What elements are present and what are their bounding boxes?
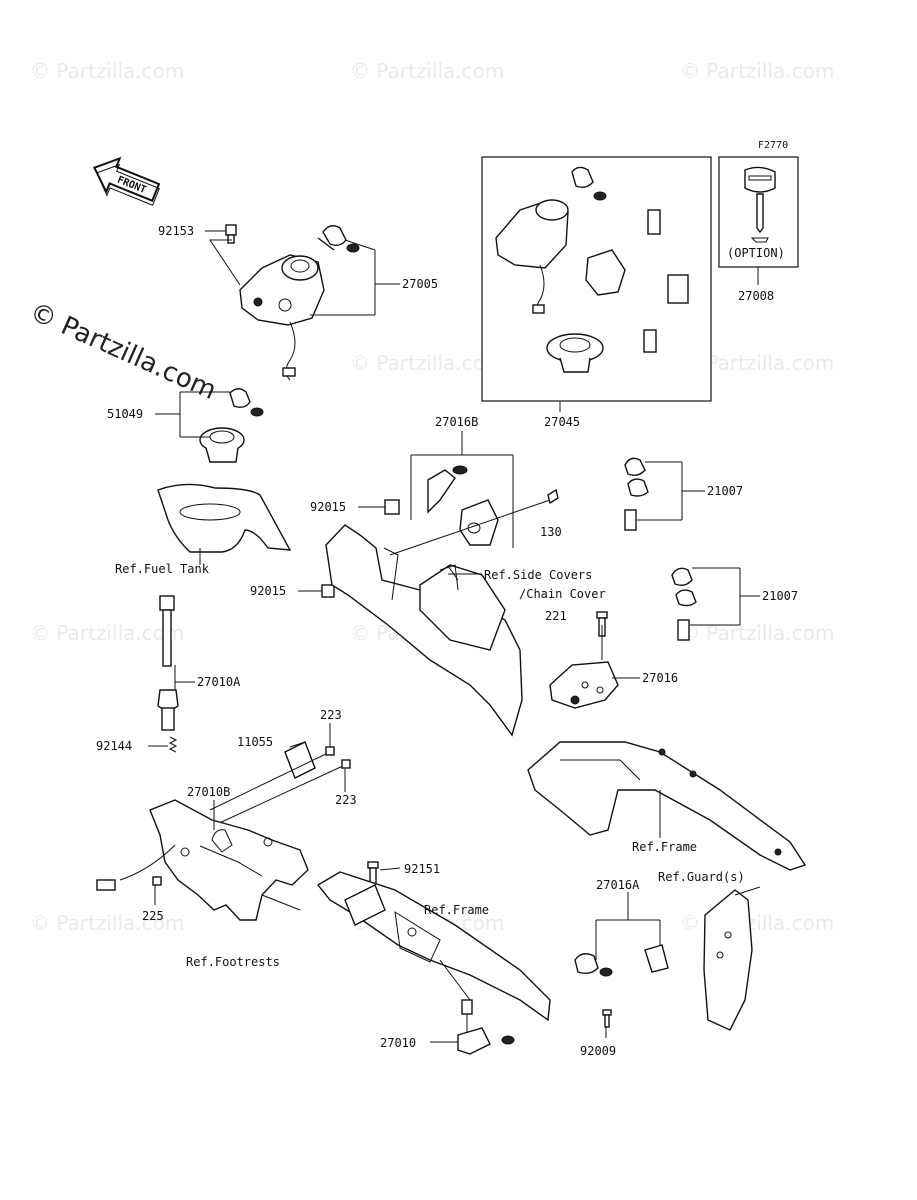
sensor-27010 [457, 999, 515, 1055]
label-225: 225 [142, 909, 164, 923]
label-27045: 27045 [544, 415, 580, 429]
watermark-text: © Partzilla.com [680, 911, 834, 935]
part-labels: 92153 27005 51049 27045 27008 27016B 920… [96, 224, 798, 1058]
bolt-92153 [225, 224, 237, 244]
guard-ref [703, 889, 753, 1031]
rear-frame-ref [527, 741, 807, 871]
label-11055: 11055 [237, 735, 273, 749]
label-21007-lower: 21007 [762, 589, 798, 603]
label-130: 130 [540, 525, 562, 539]
label-51049: 51049 [107, 407, 143, 421]
fuel-cap-51049 [199, 388, 264, 463]
ref-fuel-tank: Ref.Fuel Tank [115, 562, 210, 576]
bolt-223 [325, 746, 351, 769]
ref-frame-rear: Ref.Frame [632, 840, 697, 854]
partzilla-watermark: © Partzilla.com [25, 297, 220, 406]
ref-frame-main: Ref.Frame [424, 903, 489, 917]
ref-footrests: Ref.Footrests [186, 955, 280, 969]
label-27005: 27005 [402, 277, 438, 291]
key-set-21007-top [624, 457, 649, 531]
watermark-text: © Partzilla.com [30, 621, 184, 645]
screw-92009 [602, 1009, 612, 1028]
label-27016: 27016 [642, 671, 678, 685]
label-27016B: 27016B [435, 415, 478, 429]
reference-labels: Ref.Fuel Tank Ref.Side Covers /Chain Cov… [115, 562, 745, 969]
footrest-bracket-ref [96, 799, 309, 921]
watermark-text: © Partzilla.com [680, 59, 834, 83]
label-92009: 92009 [580, 1044, 616, 1058]
side-cover-ref [325, 524, 523, 737]
bolt-130 [389, 488, 559, 556]
label-92153: 92153 [158, 224, 194, 238]
label-223-lower: 223 [335, 793, 357, 807]
seat-latch-27016 [549, 661, 619, 709]
watermark-text: © Partzilla.com [30, 59, 184, 83]
watermark-text: © Partzilla.com [30, 911, 184, 935]
ignition-switch-assembly [239, 225, 360, 381]
sensor-27010A [157, 595, 179, 731]
fuel-tank-ref [157, 483, 292, 553]
clip-92015 [321, 499, 400, 598]
label-27010: 27010 [380, 1036, 416, 1050]
bracket-11055 [209, 741, 346, 826]
label-221: 221 [545, 609, 567, 623]
label-223-upper: 223 [320, 708, 342, 722]
label-27010B: 27010B [187, 785, 230, 799]
main-frame-ref [316, 871, 551, 1022]
watermark-text: © Partzilla.com [350, 59, 504, 83]
spring-92144 [168, 736, 178, 753]
label-21007-upper: 21007 [707, 484, 743, 498]
seat-lock-27016B [427, 465, 499, 546]
front-arrow: FRONT [93, 156, 161, 206]
label-92144: 92144 [96, 739, 132, 753]
label-92015-upper: 92015 [310, 500, 346, 514]
label-92151: 92151 [404, 862, 440, 876]
label-92015-lower: 92015 [250, 584, 286, 598]
label-27016A: 27016A [596, 878, 640, 892]
key-set-21007-bottom [671, 567, 697, 641]
ref-guards: Ref.Guard(s) [658, 870, 745, 884]
label-27008: 27008 [738, 289, 774, 303]
option-label: (OPTION) [727, 246, 785, 260]
key-blank-27008 [744, 166, 776, 243]
ref-side-covers: Ref.Side Covers [484, 568, 592, 582]
leader-lines [148, 230, 761, 1043]
ref-chain-cover: /Chain Cover [519, 587, 606, 601]
diagram-id: F2770 [758, 140, 788, 151]
label-27010A: 27010A [197, 675, 241, 689]
watermark-text: © Partzilla.com [350, 351, 504, 375]
kit-27045-contents [495, 166, 689, 373]
key-set-27016A [574, 944, 669, 977]
